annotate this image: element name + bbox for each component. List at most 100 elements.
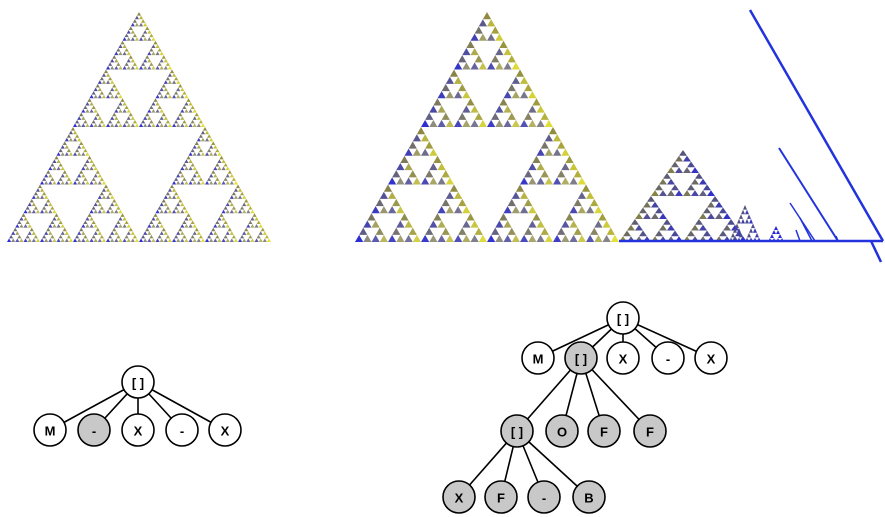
sierpinski-right-cell	[528, 220, 537, 228]
sierpinski-left-cell	[106, 195, 111, 199]
sierpinski-right-cell	[445, 191, 454, 199]
sierpinski-left-cell	[227, 227, 232, 232]
sierpinski-right-tiniest-cell	[772, 230, 776, 234]
sierpinski-left-cell	[56, 180, 61, 185]
sierpinski-left-cell	[184, 180, 189, 185]
sierpinski-left-cell	[169, 69, 175, 74]
sierpinski-left-cell	[70, 127, 76, 131]
sierpinski-left-cell	[118, 94, 123, 99]
sierpinski-left-cell	[124, 62, 129, 66]
sierpinski-left-cell	[60, 224, 65, 228]
sierpinski-left-cell	[196, 231, 201, 235]
sierpinski-right-cell	[355, 234, 364, 242]
sierpinski-left-cell	[52, 166, 57, 171]
tree-left-child-node-label: M	[45, 424, 56, 439]
sierpinski-right-cell	[478, 119, 487, 127]
sierpinski-left-cell	[161, 55, 166, 59]
sierpinski-left-cell	[122, 51, 127, 56]
sierpinski-right-cell	[520, 206, 529, 214]
sierpinski-left-cell	[174, 91, 179, 95]
sierpinski-left-cell	[35, 188, 40, 192]
sierpinski-left-cell	[48, 231, 53, 235]
sierpinski-left-cell	[176, 209, 181, 214]
sierpinski-left-cell	[145, 112, 150, 117]
sierpinski-right-small-cell	[687, 230, 695, 237]
sierpinski-left-cell	[112, 112, 117, 117]
sierpinski-left-cell	[151, 44, 156, 48]
sierpinski-right-cell	[511, 62, 520, 70]
sierpinski-left-cell	[159, 65, 164, 70]
sierpinski-right-cell	[437, 91, 446, 99]
sierpinski-right-small-cell	[655, 207, 663, 214]
sierpinski-left-cell	[54, 155, 59, 160]
sierpinski-left-cell	[126, 58, 131, 63]
sierpinski-left-cell	[75, 119, 80, 124]
sierpinski-right-cell	[569, 177, 578, 185]
sierpinski-left-cell	[58, 162, 63, 167]
sierpinski-left-cell	[172, 188, 177, 192]
sierpinski-left-cell	[116, 105, 121, 110]
sierpinski-left-cell	[93, 209, 98, 214]
sierpinski-left-cell	[198, 177, 203, 181]
sierpinski-left-cell	[118, 101, 123, 106]
sierpinski-right-cell	[421, 234, 430, 242]
sierpinski-left-cell	[200, 152, 205, 156]
sierpinski-left-cell	[139, 15, 144, 20]
tree-right-level3-node: F	[484, 480, 518, 514]
sierpinski-left-cell	[240, 234, 245, 239]
sierpinski-left-cell	[128, 55, 133, 59]
sierpinski-left-cell	[126, 224, 131, 228]
sierpinski-left-cell	[93, 87, 98, 92]
sierpinski-left-cell	[225, 202, 230, 207]
sierpinski-left-cell	[118, 65, 123, 70]
sierpinski-left-cell	[157, 220, 162, 225]
sierpinski-right-cell	[421, 134, 430, 142]
sierpinski-left-cell	[254, 238, 259, 242]
sierpinski-left-cell	[77, 123, 82, 127]
sierpinski-right-cell	[495, 33, 504, 41]
sierpinski-left-cell	[85, 152, 90, 156]
sierpinski-right-small-cell	[667, 190, 675, 196]
sierpinski-left-cell	[147, 231, 152, 235]
sierpinski-left-cell	[238, 195, 243, 199]
sierpinski-left-cell	[262, 231, 267, 235]
sierpinski-right-cell	[363, 220, 372, 228]
sierpinski-left-cell	[130, 58, 135, 63]
sierpinski-right-cell	[458, 227, 467, 235]
sierpinski-left-cell	[176, 238, 181, 242]
sierpinski-left-cell	[108, 119, 113, 124]
sierpinski-right-small-cell	[683, 167, 691, 173]
sierpinski-left-cell	[200, 130, 205, 135]
sierpinski-left-cell	[108, 234, 113, 239]
sierpinski-left-cell	[147, 29, 152, 34]
sierpinski-left-cell	[157, 91, 162, 95]
sierpinski-left-cell	[73, 238, 78, 242]
sierpinski-right-small-cell	[699, 224, 707, 231]
sierpinski-left-cell	[89, 216, 94, 221]
sierpinski-right-cell	[487, 19, 496, 27]
tree-left-child-node: M	[33, 413, 67, 447]
sierpinski-left-cell	[196, 144, 201, 149]
sierpinski-left-cell	[114, 87, 119, 92]
sierpinski-right-cell	[478, 62, 487, 70]
sierpinski-left-cell	[180, 231, 185, 235]
sierpinski-left-cell	[48, 180, 53, 185]
sierpinski-left-cell	[213, 166, 218, 171]
sierpinski-left-cell	[97, 80, 102, 84]
sierpinski-left-cell	[48, 238, 53, 242]
sierpinski-right-cell	[404, 177, 413, 185]
tree-right-level2-node-label: F	[646, 425, 654, 440]
sierpinski-right-cell	[532, 98, 541, 106]
sierpinski-right-cell	[412, 134, 421, 142]
sierpinski-left-cell	[50, 234, 55, 239]
sierpinski-left-cell	[83, 105, 88, 110]
sierpinski-left-cell	[77, 180, 82, 185]
tree-diagram-left: [ ]M-X-X	[33, 365, 242, 447]
sierpinski-left-cell	[106, 209, 111, 214]
sierpinski-left-cell	[141, 33, 146, 38]
sierpinski-left-cell	[139, 123, 144, 127]
sierpinski-right-cell	[586, 234, 595, 242]
sierpinski-left-cell	[9, 234, 14, 239]
sierpinski-left-cell	[143, 116, 148, 120]
sierpinski-left-cell	[157, 206, 162, 210]
